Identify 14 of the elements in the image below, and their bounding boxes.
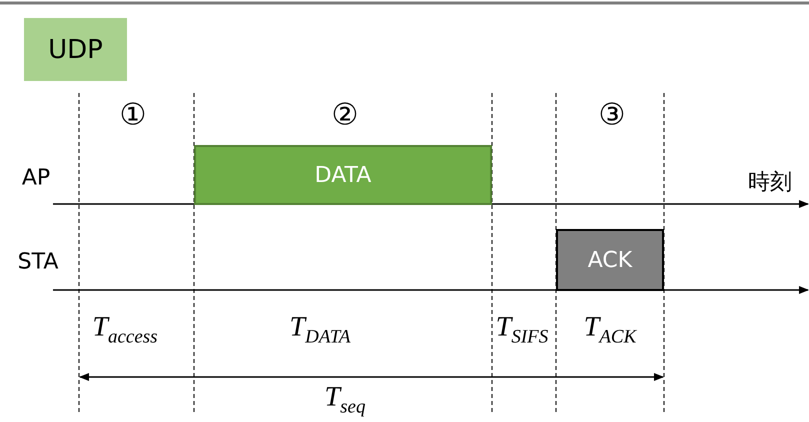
step-number: ① <box>120 98 146 132</box>
step-number: ② <box>332 98 358 132</box>
step-number: ③ <box>598 98 626 132</box>
label-box: UDP <box>24 18 127 81</box>
duration-label: T$_{seq}$ <box>324 382 366 418</box>
duration-label: T$_{DATA}$ <box>290 312 350 348</box>
axis-label: 時刻 <box>748 169 792 197</box>
data-frame-box: DATA <box>194 145 492 205</box>
row-label: STA <box>18 250 58 274</box>
duration-label: T$_{ACK}$ <box>584 312 636 348</box>
duration-label: T$_{access}$ <box>92 312 158 348</box>
ack-frame-box: ACK <box>556 229 664 291</box>
row-label: AP <box>22 166 50 190</box>
duration-label: T$_{SIFS}$ <box>496 312 548 348</box>
